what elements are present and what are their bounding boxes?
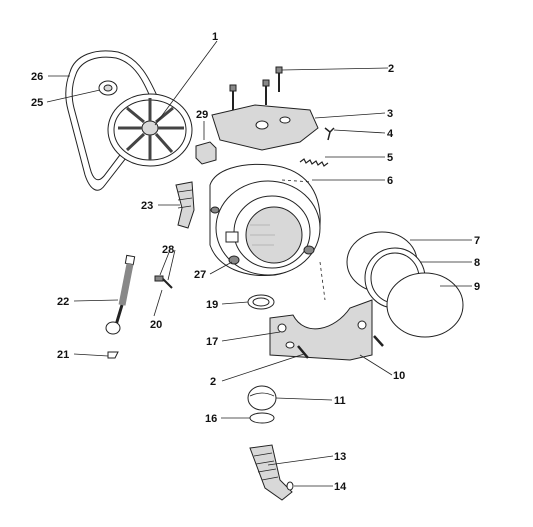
- drain-hose: [249, 444, 293, 501]
- callout-16: 16: [205, 413, 217, 425]
- callout-17: 17: [206, 336, 218, 348]
- callout-3: 3: [387, 108, 393, 120]
- callout-25: 25: [31, 97, 43, 109]
- callout-23: 23: [141, 200, 153, 212]
- top-screws: [229, 66, 283, 110]
- bottom-counterweight: [269, 299, 373, 361]
- callout-1: 1: [212, 31, 218, 43]
- spring: [299, 158, 329, 167]
- callout-13: 13: [334, 451, 346, 463]
- pin-bolt: [154, 275, 173, 289]
- door-seal-assembly: [346, 231, 464, 338]
- callout-29: 29: [196, 109, 208, 121]
- callout-2-top: 2: [388, 63, 394, 75]
- callout-20: 20: [150, 319, 162, 331]
- top-counterweight: [211, 104, 319, 151]
- callout-14: 14: [334, 481, 347, 493]
- callout-27: 27: [194, 269, 206, 281]
- callout-6: 6: [387, 175, 393, 187]
- callout-labels: 1 2 3 4 5 6 7 8 9 10 11 13 14 16 17 2 19…: [31, 31, 480, 493]
- lower-bolts: [297, 335, 384, 359]
- callout-8: 8: [474, 257, 480, 269]
- callout-11: 11: [334, 395, 346, 407]
- clip: [324, 127, 335, 141]
- callout-4: 4: [387, 128, 394, 140]
- callout-10: 10: [393, 370, 405, 382]
- hose-elbow: [175, 181, 195, 229]
- shock-absorber: [105, 254, 136, 335]
- part-29-block: [195, 141, 217, 165]
- callout-22: 22: [57, 296, 69, 308]
- callout-2-bottom: 2: [210, 376, 216, 388]
- callout-26: 26: [31, 71, 43, 83]
- leader-lines: [46, 40, 472, 487]
- callout-7: 7: [474, 235, 480, 247]
- tub-assembly: [209, 163, 321, 277]
- drum-pulley: [107, 93, 193, 167]
- ball-valve: [247, 385, 277, 411]
- callout-28: 28: [162, 244, 174, 256]
- callout-21: 21: [57, 349, 69, 361]
- motor-pulley: [98, 80, 118, 96]
- small-clip: [107, 351, 119, 359]
- callout-9: 9: [474, 281, 480, 293]
- hose-clamp: [249, 412, 275, 424]
- callout-5: 5: [387, 152, 393, 164]
- o-ring: [286, 481, 294, 491]
- callout-19: 19: [206, 299, 218, 311]
- bearing-ring: [247, 294, 275, 310]
